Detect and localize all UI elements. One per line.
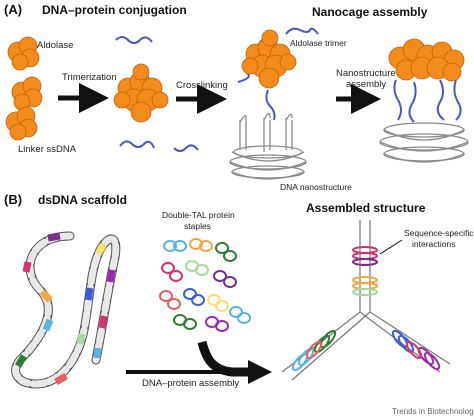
label-sequence-specific-1: Sequence-specific [404,228,474,238]
label-nanostructure-assembly-2: assembly [346,79,386,90]
aldolase-monomer [7,36,40,71]
aldolase-monomer [11,76,43,111]
callout-line [379,239,403,255]
label-aldolase-trimer: Aldolase trimer [290,38,347,48]
panel-b-tag: (B) [4,192,22,207]
label-sequence-specific-2: interactions [412,239,455,249]
header-conjugation: DNA–protein conjugation [42,3,187,17]
header-nanocage: Nanocage assembly [312,5,428,19]
assembled-nanocage [379,38,469,163]
aldolase-monomer [5,106,38,141]
label-staples-1: Double-TAL protein [162,210,235,220]
header-dsdna-scaffold: dsDNA scaffold [38,193,127,207]
label-staples-2: staples [184,221,211,231]
label-dna-protein-assembly: DNA–protein assembly [142,378,239,389]
scaffold-base [12,232,120,388]
panel-a-tag: (A) [4,2,22,17]
label-aldolase: Aldolase [37,40,73,51]
assembly-arrow-curve [197,340,262,377]
ssdna-strand [173,144,199,152]
label-trimerization: Trimerization [62,72,117,83]
ssdna-strand [115,36,153,44]
aldolase-trimer [113,63,169,123]
assembled-y-structure [281,220,451,381]
dsdna-scaffold [11,231,121,389]
aldolase-trimer-conjugated [237,27,319,121]
label-linker-ssdna: Linker ssDNA [18,144,77,155]
label-dna-nanostructure: DNA nanostructure [280,182,352,192]
label-nanostructure-assembly-1: Nanostructure [336,68,396,79]
label-crosslinking: Crosslinking [176,80,228,91]
ssdna-strand [119,140,155,149]
header-assembled-structure: Assembled structure [306,201,426,215]
credit-text: Trends in Biotechnology [392,407,474,416]
tal-protein-staples [159,238,251,332]
dna-nanostructure [229,112,307,180]
